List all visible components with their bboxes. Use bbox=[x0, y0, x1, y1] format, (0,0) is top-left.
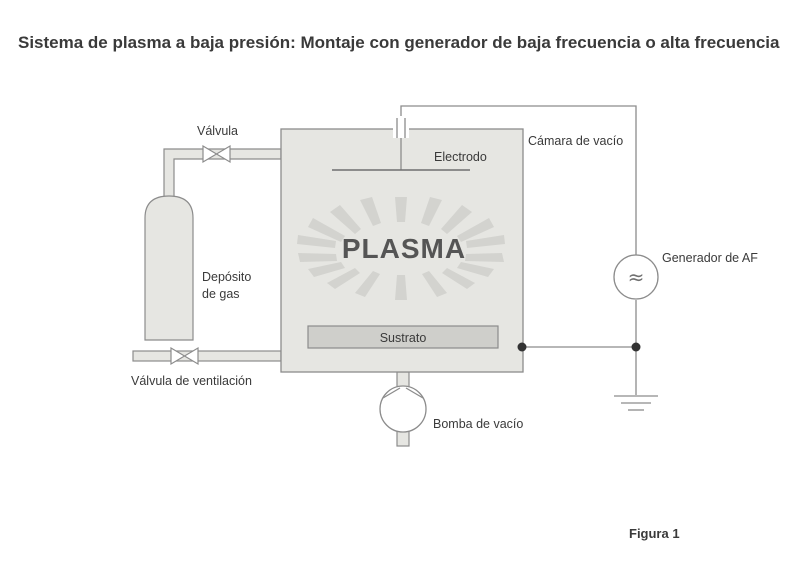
gas-tank bbox=[144, 195, 194, 341]
vent-pipe bbox=[132, 350, 282, 362]
vent-valve-label: Válvula de ventilación bbox=[131, 374, 252, 388]
diagram-title: Sistema de plasma a baja presión: Montaj… bbox=[18, 33, 780, 52]
sine-wave-icon: ≈ bbox=[628, 265, 645, 289]
figure-label: Figura 1 bbox=[629, 526, 680, 541]
chamber-node bbox=[517, 342, 527, 352]
vent-valve-icon bbox=[170, 346, 199, 366]
electrode-label: Electrodo bbox=[434, 150, 487, 164]
gas-tank-label-line2: de gas bbox=[202, 287, 240, 301]
rf-generator-label: Generador de AF bbox=[662, 251, 758, 265]
ground-icon bbox=[614, 395, 658, 411]
valve-label: Válvula bbox=[197, 124, 238, 138]
gas-tank-label-line1: Depósito bbox=[202, 270, 251, 284]
rf-generator-icon bbox=[613, 254, 659, 300]
rf-wire-top bbox=[400, 105, 637, 255]
valve-icon bbox=[202, 144, 231, 164]
generator-node bbox=[631, 342, 641, 352]
vacuum-pump-label: Bomba de vacío bbox=[433, 417, 523, 431]
substrate bbox=[307, 325, 499, 349]
substrate-label: Sustrato bbox=[380, 331, 427, 345]
rf-wire-bottom bbox=[522, 300, 637, 348]
plasma-rays bbox=[297, 197, 505, 300]
vacuum-chamber-label: Cámara de vacío bbox=[528, 134, 623, 148]
plasma-label: PLASMA bbox=[342, 233, 466, 264]
capacitor-icon bbox=[393, 116, 409, 170]
vacuum-pump-icon bbox=[379, 385, 427, 433]
